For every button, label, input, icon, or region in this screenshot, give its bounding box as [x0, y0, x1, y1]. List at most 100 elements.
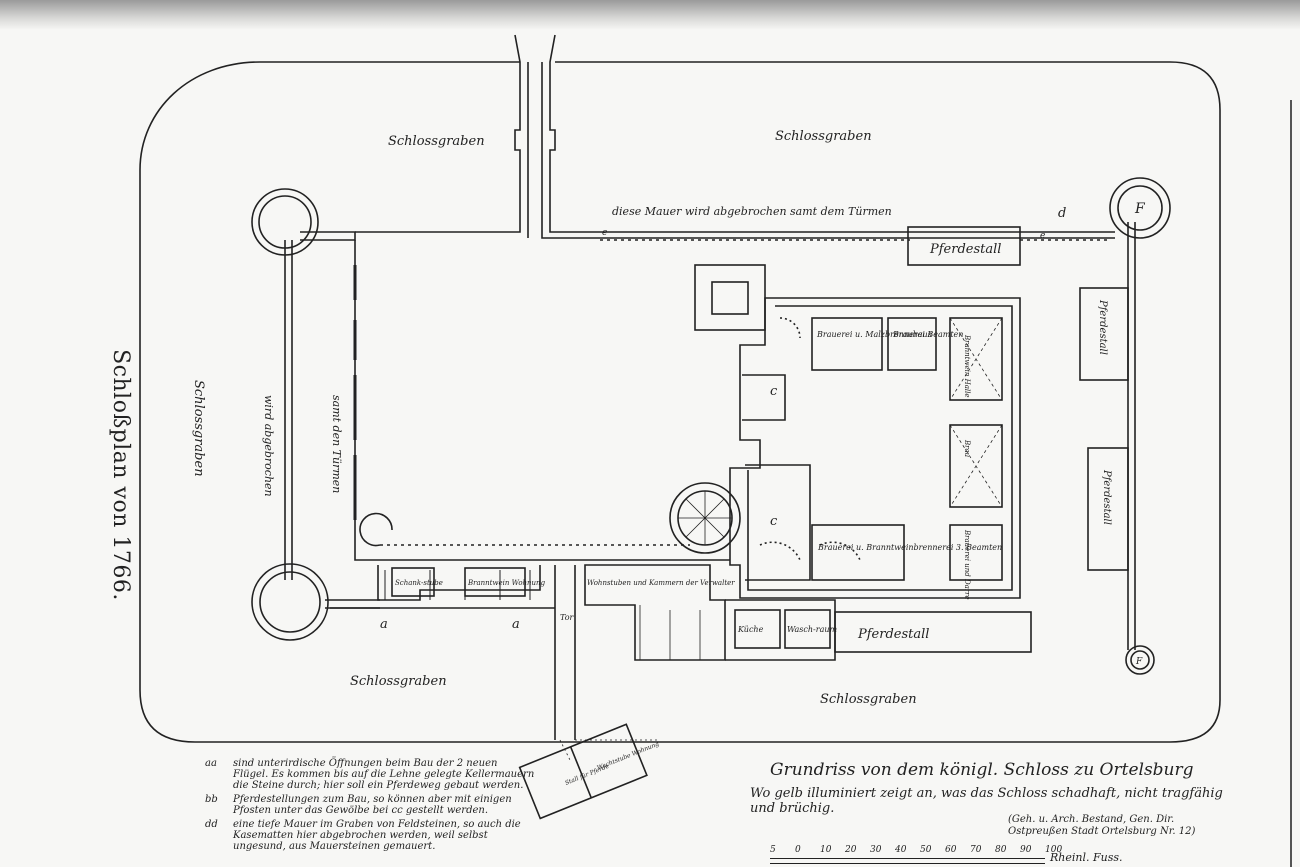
label-stall-right-2: Pferdestall — [1101, 469, 1112, 525]
label-wall-left-note2: samt den Türmen — [330, 395, 343, 493]
caption-subtitle: Wo gelb illuminiert zeigt an, was das Sc… — [750, 786, 1223, 816]
scale-tick-label: 20 — [845, 845, 857, 855]
scale-tick-label: 10 — [820, 845, 832, 855]
room-brewery-4 — [811, 524, 905, 581]
room-brewery-6 — [949, 524, 1003, 581]
scale-tick-label: 5 — [770, 845, 776, 855]
label-kueche: Küche — [737, 625, 764, 634]
label-room-b: Brau — [963, 439, 971, 458]
room-brewery-3 — [949, 317, 1003, 401]
tower-bottom-left — [251, 563, 329, 641]
stall-right-2 — [1087, 447, 1129, 571]
scale-tick-label: 50 — [920, 845, 932, 855]
corner-tower-nw — [694, 264, 766, 331]
label-brewery-4: Brauerei u. Branntweinbrennerei 3. Beamt… — [817, 543, 1002, 552]
wall-bottom-left — [325, 599, 380, 609]
canal-wall-inner — [527, 62, 1115, 239]
note-text: sind unterirdische Öffnungen beim Bau de… — [233, 758, 535, 791]
stall-right-1 — [1079, 287, 1129, 381]
wall-left-outer — [284, 240, 293, 580]
scale-tick-label: 40 — [895, 845, 907, 855]
room-c1 — [742, 374, 786, 421]
caption-title: Grundriss von dem königl. Schloss zu Ort… — [770, 760, 1194, 780]
note-row: aa sind unterirdische Öffnungen beim Bau… — [205, 758, 535, 791]
gate-passage — [554, 565, 576, 740]
canal-wall-left — [355, 34, 521, 233]
room-schank — [391, 567, 435, 597]
label-brewery-2: Brauhaus — [892, 330, 932, 339]
tower-bottom-right — [1125, 645, 1155, 675]
tower-top-left — [251, 188, 319, 256]
scale-tick-label: 80 — [995, 845, 1007, 855]
room-branntwein — [464, 567, 526, 597]
wall-right-outer — [1127, 222, 1136, 650]
note-text: Pferdestellungen zum Bau, so können aber… — [233, 794, 512, 816]
label-mark-a1: a — [380, 617, 388, 632]
south-wing — [377, 565, 541, 601]
wall-top-left — [300, 231, 356, 241]
room-brewery-2 — [887, 317, 937, 371]
scale-tick-label: 60 — [945, 845, 957, 855]
moat-outer-boundary — [139, 61, 1221, 743]
small-tower-left — [359, 512, 393, 547]
scale-tick-label: 30 — [870, 845, 882, 855]
label-wall-left-note1: wird abgebrochen — [262, 395, 275, 497]
label-mark-f2: F — [1135, 657, 1143, 667]
legend-notes: aa sind unterirdische Öffnungen beim Bau… — [205, 758, 535, 855]
label-mark-a2: a — [512, 617, 520, 632]
note-row: dd eine tiefe Mauer im Graben von Feldst… — [205, 819, 535, 852]
label-tor: Tor — [560, 613, 575, 622]
tower-top-right — [1109, 177, 1171, 239]
note-text: eine tiefe Mauer im Graben von Feldstein… — [233, 819, 521, 852]
label-wall-top-note: diese Mauer wird abgebrochen samt dem Tü… — [612, 205, 892, 218]
note-row: bb Pferdestellungen zum Bau, so können a… — [205, 794, 535, 816]
label-schank: Schank-stube — [395, 579, 443, 587]
scale-bar — [770, 858, 1045, 864]
note-key: dd — [205, 819, 218, 830]
scale-tick-label: 0 — [795, 845, 801, 855]
label-moat-left: Schlossgraben — [191, 380, 206, 477]
label-branntwein: Branntwein Wohnung — [467, 579, 546, 587]
plan-caption: Grundriss von dem königl. Schloss zu Ort… — [750, 760, 1230, 838]
label-mark-d: d — [1058, 206, 1066, 221]
scale-tick-label: 100 — [1045, 845, 1063, 855]
room-brewery-1 — [811, 317, 883, 371]
stall-top — [907, 226, 1021, 266]
label-stall-top: Pferdestall — [929, 242, 1001, 257]
label-moat-top: Schlossgraben — [775, 129, 872, 144]
scan-top-shadow — [0, 0, 1300, 30]
brewery-block-outer — [729, 297, 1021, 599]
label-brewery-1: Brauerei u. Malzbrennerei Beamten — [816, 330, 963, 339]
label-stall-right-1: Pferdestall — [1097, 299, 1108, 355]
room-c2 — [745, 464, 811, 581]
scale-tick-label: 90 — [1020, 845, 1032, 855]
label-moat-bottom-left: Schlossgraben — [350, 674, 447, 689]
note-key: bb — [205, 794, 218, 805]
room-kueche — [734, 609, 781, 649]
canal-wall-right — [549, 34, 1115, 233]
room-brewery-5 — [949, 424, 1003, 508]
gate-house — [518, 723, 648, 820]
scale-unit: Rheinl. Fuss. — [1050, 851, 1123, 864]
note-key: aa — [205, 758, 217, 769]
spiral-stair — [669, 482, 741, 554]
label-stall-bottom: Pferdestall — [857, 627, 929, 642]
label-moat-top-left: Schlossgraben — [388, 134, 485, 149]
page-edge-line — [1290, 100, 1292, 867]
scale-tick-label: 70 — [970, 845, 982, 855]
label-room-c2: c — [770, 514, 778, 529]
courtyard-wall-left — [354, 240, 730, 561]
label-mark-e2: e — [1040, 231, 1045, 241]
label-mark-e1: e — [602, 228, 607, 238]
label-wohnstube: Wohnstuben und Kammern der Verwalter — [587, 579, 735, 587]
label-wasch: Wasch-raum — [787, 625, 837, 634]
label-gate-house-2: Wachtstube Wohnung — [596, 741, 660, 772]
label-moat-bottom: Schlossgraben — [820, 692, 917, 707]
label-room-c1: c — [770, 384, 778, 399]
caption-reference: (Geh. u. Arch. Bestand, Gen. Dir. Ostpre… — [1008, 814, 1196, 837]
room-wasch — [784, 609, 831, 649]
label-brewery-5: Brauerei und Darre — [963, 529, 971, 600]
label-brewery-3: Branntwein Halle — [963, 334, 971, 398]
label-mark-f1: F — [1134, 201, 1146, 217]
